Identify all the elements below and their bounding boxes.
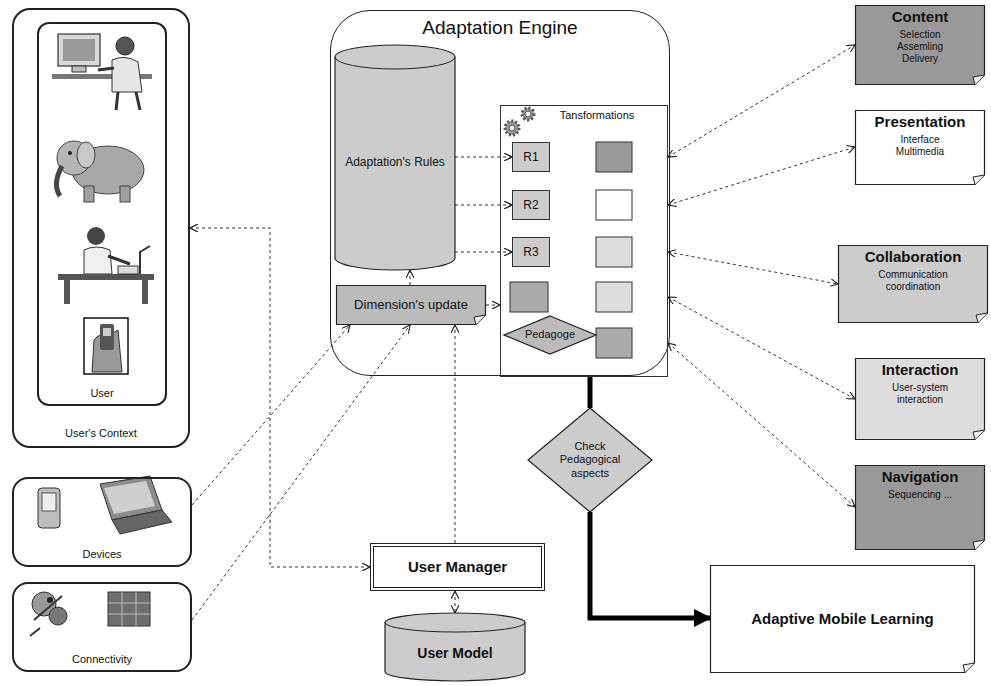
pedagogue-diamond: Pedagoge — [504, 316, 596, 354]
engine-box: Adaptation EngineAdaptation's RulesDimen… — [330, 10, 670, 376]
dashed-connector — [455, 252, 512, 253]
box-label: User's Context — [65, 427, 137, 440]
outline-detail — [335, 57, 455, 69]
outline — [839, 246, 988, 323]
user-box: User — [37, 22, 167, 406]
connectivity-box: Connectivity — [12, 582, 192, 672]
box-label: Check Pedagogical aspects — [548, 440, 632, 480]
dimension-box: NavigationSequencing ... — [855, 465, 985, 550]
dimension-box: PresentationInterface Multimedia — [855, 110, 985, 185]
manager-box: User Manager — [370, 543, 545, 591]
flow-arrow — [588, 376, 593, 408]
box-label: User Model — [417, 645, 492, 662]
outline — [385, 613, 525, 681]
outline — [504, 316, 596, 354]
devices-box: Devices — [12, 477, 192, 567]
dashed-connector — [455, 205, 512, 206]
flow-arrow — [590, 512, 710, 618]
result-box: Adaptive Mobile Learning — [710, 565, 975, 673]
dashed-connector — [410, 270, 411, 285]
outline-detail — [973, 75, 985, 85]
user-model-database: User Model — [385, 613, 525, 681]
dashed-connector — [192, 325, 350, 505]
outline-detail — [973, 175, 985, 185]
laptop-icon — [100, 476, 172, 534]
dashed-connector — [668, 343, 855, 507]
box-label: Adaptation's Rules — [345, 155, 445, 169]
outline-detail — [973, 540, 985, 550]
mobile-phone-icon — [84, 318, 128, 374]
elephant-icon — [56, 141, 144, 202]
box-body-text: Interface Multimedia — [885, 134, 955, 158]
transformations-panel: TansformationsR1R2R3Pedagoge — [500, 105, 668, 377]
dashed-connector — [190, 228, 370, 567]
dashed-connector — [668, 252, 838, 284]
decision-diamond: Check Pedagogical aspects — [528, 408, 652, 512]
pda-icon — [38, 488, 60, 528]
dimension-box: CollaborationCommunication coordination — [838, 245, 988, 323]
outline — [337, 286, 486, 325]
box-label: Tansformations — [560, 109, 635, 122]
box-label: Presentation — [875, 113, 966, 131]
box-body-text: Communication coordination — [863, 269, 963, 293]
outline-detail — [973, 430, 985, 440]
outline — [335, 45, 455, 270]
dashed-connector — [455, 591, 456, 613]
satellite-icon — [30, 592, 67, 636]
outline — [856, 6, 985, 85]
box-label: Adaptation Engine — [422, 17, 577, 40]
gear-icon — [505, 108, 534, 135]
box-label: Connectivity — [72, 653, 132, 666]
dimension-box: InteractionUser-system interaction — [855, 358, 985, 440]
outline-detail — [474, 315, 486, 325]
dashed-connector — [455, 157, 512, 158]
dashed-connector — [668, 297, 855, 399]
box-body-text: Selection Assemling Delivery — [880, 29, 960, 65]
dimension-box: ContentSelection Assemling Delivery — [855, 5, 985, 85]
box-label: Pedagoge — [525, 328, 575, 341]
dashed-connector — [486, 305, 500, 306]
network-icon — [108, 592, 150, 626]
user-at-computer-icon — [52, 34, 152, 110]
outline — [856, 359, 985, 440]
box-label: Devices — [82, 548, 121, 561]
box-label: User — [90, 387, 113, 400]
box-label: User Manager — [408, 558, 507, 576]
dashed-connector — [668, 45, 855, 157]
dashed-connector — [455, 325, 456, 543]
box-label: Collaboration — [865, 248, 962, 266]
outline-detail — [385, 623, 525, 633]
box-label: R2 — [523, 198, 538, 212]
box-label: Content — [892, 8, 949, 26]
rule-box: R3 — [512, 237, 550, 267]
user-at-desk-icon — [58, 227, 154, 304]
box-label: Dimension's update — [354, 297, 468, 313]
rules-database: Adaptation's Rules — [335, 45, 455, 270]
box-label: Navigation — [882, 468, 959, 486]
update-box: Dimension's update — [336, 285, 486, 325]
box-body-text: Sequencing ... — [888, 489, 952, 501]
outline-detail — [976, 313, 988, 323]
rule-box: R2 — [512, 190, 550, 220]
box-label: Interaction — [882, 361, 959, 379]
dashed-connector — [668, 147, 855, 205]
context-panel: User's Context User — [12, 8, 190, 448]
box-label: Adaptive Mobile Learning — [751, 610, 934, 628]
rule-box: R1 — [512, 142, 550, 172]
box-body-text: User-system interaction — [875, 382, 965, 406]
outline-detail — [963, 663, 975, 673]
box-label: R3 — [523, 245, 538, 259]
box-label: R1 — [523, 150, 538, 164]
outline — [856, 466, 985, 550]
outline — [528, 408, 652, 512]
outline — [711, 566, 975, 673]
outline — [856, 111, 985, 185]
